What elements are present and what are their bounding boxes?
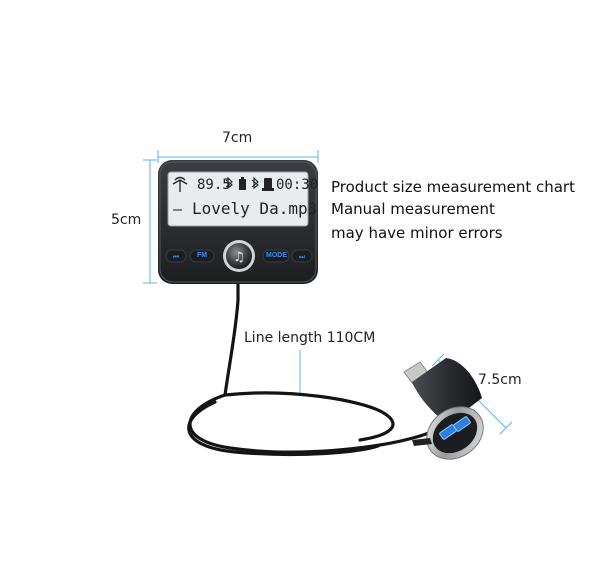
- cable: [187, 283, 434, 457]
- height-label: 5cm: [111, 212, 142, 228]
- bluetooth-icon: [225, 176, 233, 190]
- usb-port-icon: [439, 416, 471, 440]
- next-button[interactable]: ⏭: [291, 249, 313, 263]
- antenna-icon: [172, 176, 188, 192]
- phone-icon: [262, 178, 274, 191]
- call-music-icon: ♫: [233, 250, 245, 265]
- charger-length-label: 7.5cm: [478, 372, 522, 388]
- fm-frequency: 89.5: [197, 177, 231, 193]
- control-knob[interactable]: [223, 240, 255, 272]
- dimension-guides: [143, 150, 513, 435]
- fm-button-label: FM: [197, 252, 208, 259]
- mode-button[interactable]: [262, 249, 290, 263]
- battery-icon: [239, 177, 246, 190]
- track-name: Lovely Da.mp3: [192, 199, 318, 218]
- car-charger: [403, 358, 484, 460]
- prev-button[interactable]: ⏮: [165, 249, 187, 263]
- transmitter-unit: ⏮ ⏭ ♫: [158, 160, 318, 284]
- bluetooth-icon: [251, 176, 259, 190]
- svg-text:⏭: ⏭: [299, 253, 306, 261]
- lcd-screen: [167, 171, 309, 227]
- clock-time: 00:30: [276, 177, 319, 193]
- note-line-2: Manual measurement: [331, 200, 495, 218]
- width-label: 7cm: [222, 130, 253, 146]
- mode-button-label: MODE: [266, 252, 287, 259]
- note-line-1: Product size measurement chart: [331, 178, 575, 196]
- svg-text:⏮: ⏮: [173, 253, 179, 261]
- svg-text:♫: ♫: [233, 250, 245, 265]
- cable-length-label: Line length 110CM: [244, 330, 376, 346]
- note-line-3: may have minor errors: [331, 224, 503, 242]
- fm-button[interactable]: [189, 249, 215, 263]
- track-prefix: —: [173, 200, 183, 218]
